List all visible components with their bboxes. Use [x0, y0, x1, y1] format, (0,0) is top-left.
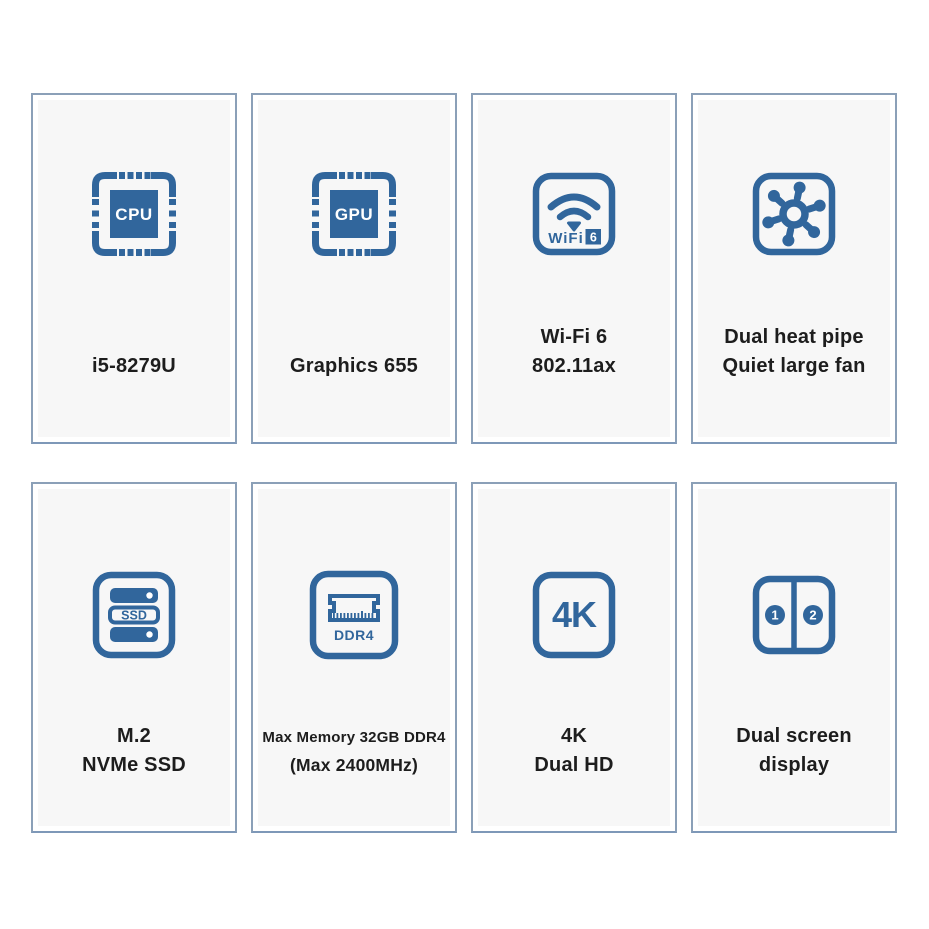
feature-text-resolution: 4K Dual HD	[478, 722, 670, 780]
fan-icon	[752, 172, 836, 256]
ssd-icon-label: SSD	[121, 609, 147, 623]
feature-text-dual-display: Dual screen display	[698, 722, 890, 780]
feature-line: display	[758, 754, 830, 776]
wifi-6-icon: WiFi 6	[532, 172, 616, 256]
wifi-icon-badge: 6	[590, 231, 597, 245]
feature-card-graphics: GPU Graphics 655	[251, 93, 457, 444]
feature-line: i5-8279U	[92, 355, 176, 377]
cpu-icon-label: CPU	[115, 205, 152, 224]
feature-card-resolution: 4K 4K Dual HD	[471, 482, 677, 833]
feature-text-graphics: Graphics 655	[258, 352, 450, 381]
dual-screen-icon: 1 2	[752, 575, 836, 655]
feature-line: M.2	[117, 725, 151, 747]
feature-card-cooling: Dual heat pipe Quiet large fan	[691, 93, 897, 444]
cpu-chip-icon: CPU	[90, 170, 178, 258]
feature-card-processor: CPU i5-8279U	[31, 93, 237, 444]
feature-line: Quiet large fan	[722, 355, 866, 377]
feature-line: Dual screen	[736, 725, 852, 747]
4k-icon: 4K	[532, 571, 616, 659]
feature-line: Graphics 655	[289, 355, 419, 377]
feature-line: Wi-Fi 6	[540, 326, 608, 348]
ram-ddr4-icon: DDR4	[309, 570, 399, 660]
feature-line: NVMe SSD	[82, 754, 186, 776]
feature-line: (Max 2400MHz)	[289, 755, 419, 775]
4k-icon-label: 4K	[552, 594, 597, 635]
feature-line: Dual heat pipe	[724, 326, 864, 348]
card-panel: 4K 4K Dual HD	[478, 489, 670, 826]
card-panel: GPU Graphics 655	[258, 100, 450, 437]
feature-line: Max Memory 32GB DDR4	[262, 729, 446, 746]
wifi-icon-text: WiFi	[548, 230, 584, 247]
feature-line: Dual HD	[534, 754, 614, 776]
feature-text-memory: Max Memory 32GB DDR4 (Max 2400MHz)	[258, 724, 450, 780]
feature-card-memory: DDR4 Max Memory 32GB DDR4 (Max 2400MHz)	[251, 482, 457, 833]
card-panel: DDR4 Max Memory 32GB DDR4 (Max 2400MHz)	[258, 489, 450, 826]
screen-1-label: 1	[771, 608, 778, 623]
ddr4-icon-label: DDR4	[334, 627, 374, 643]
feature-text-cooling: Dual heat pipe Quiet large fan	[698, 323, 890, 381]
card-panel: 1 2 Dual screen display	[698, 489, 890, 826]
feature-card-storage: SSD M.2 NVMe SSD	[31, 482, 237, 833]
feature-text-storage: M.2 NVMe SSD	[38, 722, 230, 780]
feature-line: 802.11ax	[532, 355, 616, 377]
feature-card-wifi: WiFi 6 Wi-Fi 6 802.11ax	[471, 93, 677, 444]
gpu-chip-icon: GPU	[310, 170, 398, 258]
feature-grid: CPU i5-8279U	[31, 93, 897, 833]
feature-card-dual-display: 1 2 Dual screen display	[691, 482, 897, 833]
card-panel: CPU i5-8279U	[38, 100, 230, 437]
card-panel: Dual heat pipe Quiet large fan	[698, 100, 890, 437]
screen-2-label: 2	[809, 608, 816, 623]
ssd-drive-icon: SSD	[92, 571, 176, 659]
feature-text-processor: i5-8279U	[38, 352, 230, 381]
feature-text-wifi: Wi-Fi 6 802.11ax	[478, 323, 670, 381]
feature-line: 4K	[561, 725, 587, 747]
gpu-icon-label: GPU	[335, 205, 373, 224]
card-panel: WiFi 6 Wi-Fi 6 802.11ax	[478, 100, 670, 437]
card-panel: SSD M.2 NVMe SSD	[38, 489, 230, 826]
